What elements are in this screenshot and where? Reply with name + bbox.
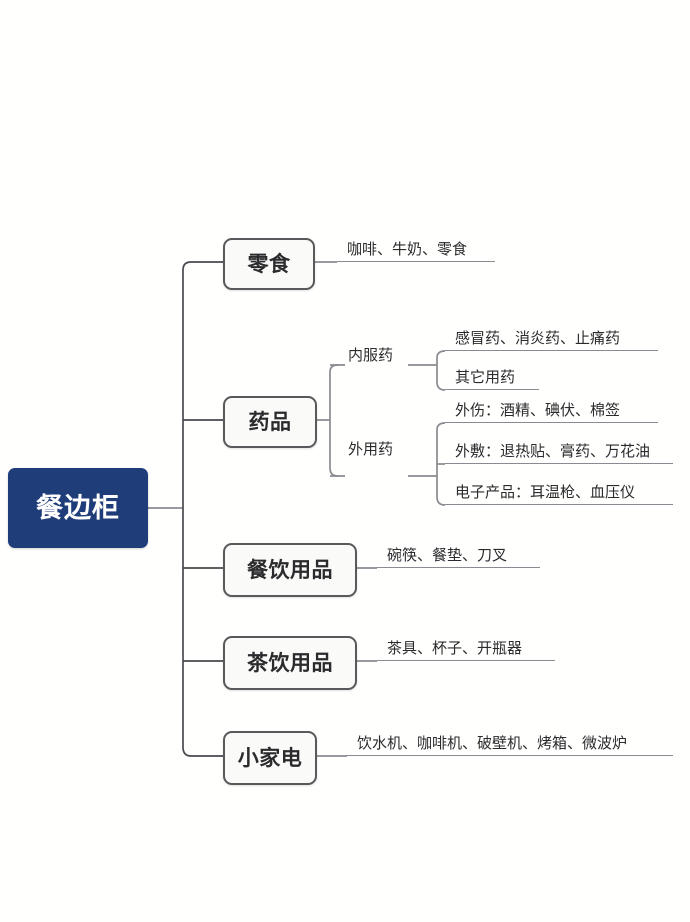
wire-oral-bracket bbox=[436, 350, 446, 391]
wire-medicine-bracket bbox=[329, 364, 339, 477]
sub-label-topical-medicine[interactable]: 外用药 bbox=[348, 441, 394, 458]
leaf-tea-items[interactable]: 茶具、杯子、开瓶器 bbox=[377, 633, 555, 661]
leaf-oral-other-label: 其它用药 bbox=[455, 368, 516, 386]
branch-node-medicine[interactable]: 药品 bbox=[223, 396, 317, 448]
wire-medicine-bracket-arms bbox=[330, 364, 345, 477]
leaf-topical-wound[interactable]: 外伤：酒精、碘伏、棉签 bbox=[445, 395, 658, 423]
leaf-oral-other[interactable]: 其它用药 bbox=[445, 362, 539, 390]
leaf-dining-items[interactable]: 碗筷、餐垫、刀叉 bbox=[377, 540, 540, 568]
leaf-topical-wound-label: 外伤：酒精、碘伏、棉签 bbox=[455, 401, 621, 419]
branch-node-appliance[interactable]: 小家电 bbox=[223, 731, 317, 785]
leaf-snacks-items[interactable]: 咖啡、牛奶、零食 bbox=[337, 234, 495, 262]
root-node-label: 餐边柜 bbox=[36, 492, 120, 523]
sub-label-oral-medicine[interactable]: 内服药 bbox=[348, 347, 394, 364]
branch-node-appliance-label: 小家电 bbox=[237, 746, 303, 770]
branch-node-tea-label: 茶饮用品 bbox=[247, 651, 333, 675]
leaf-appliance-items[interactable]: 饮水机、咖啡机、破壁机、烤箱、微波炉 bbox=[347, 728, 673, 756]
leaf-dining-items-label: 碗筷、餐垫、刀叉 bbox=[387, 546, 508, 564]
branch-node-tea[interactable]: 茶饮用品 bbox=[223, 636, 357, 690]
root-node[interactable]: 餐边柜 bbox=[8, 468, 148, 548]
branch-node-dining-label: 餐饮用品 bbox=[247, 558, 333, 582]
leaf-topical-compress-label: 外敷：退热贴、膏药、万花油 bbox=[455, 442, 651, 460]
leaf-oral-common[interactable]: 感冒药、消炎药、止痛药 bbox=[445, 323, 658, 351]
leaf-tea-items-label: 茶具、杯子、开瓶器 bbox=[387, 639, 523, 657]
wire-trunk-snacks bbox=[182, 261, 223, 271]
branch-node-snacks-label: 零食 bbox=[247, 252, 291, 276]
leaf-oral-common-label: 感冒药、消炎药、止痛药 bbox=[455, 329, 621, 347]
branch-node-snacks[interactable]: 零食 bbox=[223, 238, 315, 290]
wire-trunk-appliance bbox=[182, 746, 223, 757]
branch-node-medicine-label: 药品 bbox=[248, 410, 292, 434]
leaf-appliance-items-label: 饮水机、咖啡机、破壁机、烤箱、微波炉 bbox=[357, 734, 628, 752]
leaf-topical-electronics[interactable]: 电子产品：耳温枪、血压仪 bbox=[445, 477, 673, 505]
wire-topical-bracket bbox=[436, 422, 446, 506]
branch-node-dining[interactable]: 餐饮用品 bbox=[223, 543, 357, 597]
leaf-topical-electronics-label: 电子产品：耳温枪、血压仪 bbox=[455, 483, 636, 501]
leaf-snacks-items-label: 咖啡、牛奶、零食 bbox=[347, 240, 468, 258]
leaf-topical-compress[interactable]: 外敷：退热贴、膏药、万花油 bbox=[445, 436, 673, 464]
